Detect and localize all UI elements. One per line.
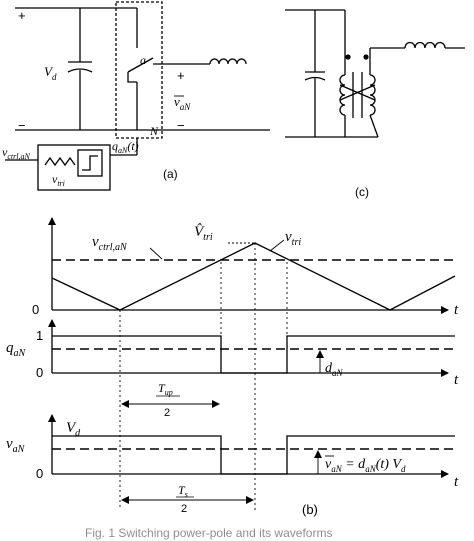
c-cross-2 <box>339 84 376 101</box>
q-label: qaN(t) <box>112 139 139 155</box>
output-inductor <box>209 58 247 65</box>
c-left-coil <box>339 74 346 116</box>
capacitor-plate-2 <box>67 68 93 73</box>
panel-b-label: (b) <box>302 502 318 517</box>
triangle-symbol <box>44 156 76 167</box>
vctrl-label: vctrl,aN <box>92 234 128 253</box>
pwm-box <box>37 144 111 191</box>
ctrl-label: vctrl,aN <box>2 145 30 161</box>
vtri-label: vtri <box>285 229 301 248</box>
comparator-box <box>77 149 103 177</box>
switch-blade <box>127 57 154 73</box>
c-right-coil <box>369 74 376 116</box>
v-pulses <box>52 435 455 475</box>
ts-num: Ts <box>178 483 188 499</box>
vout-minus: − <box>177 118 185 133</box>
one-label: 1 <box>36 328 43 343</box>
vhat-label: V̂tri <box>194 224 213 243</box>
c-right-leg-bottom <box>369 114 379 138</box>
ts-den: 2 <box>181 503 187 515</box>
zero-label-3: 0 <box>36 466 43 481</box>
waveforms-b <box>48 217 456 510</box>
node-a: a <box>140 53 146 67</box>
node-n: N <box>149 124 159 138</box>
q-pulses <box>52 335 455 374</box>
panel-c-label: (c) <box>355 185 369 199</box>
switch-bottom-stub <box>127 72 137 83</box>
caption: Fig. 1 Switching power-pole and its wave… <box>85 526 332 540</box>
power-pole-box <box>115 1 163 139</box>
vctrl-leader <box>149 247 163 260</box>
tup-den: 2 <box>164 407 170 419</box>
zero-label-1: 0 <box>32 302 39 317</box>
vout-label: vaN <box>174 94 191 112</box>
waveform-labels: vctrl,aN V̂tri vtri 0 t qaN 1 0 t daN Tu… <box>6 224 459 517</box>
d-label: daN <box>325 361 344 378</box>
tri-label: vtri <box>52 172 65 188</box>
tup-num: Tup <box>158 381 173 397</box>
panel-a-label: (a) <box>163 167 178 181</box>
circuit-a-labels: + − Vd a N + − vaN vctrl,aN vtri qaN(t) … <box>2 8 191 188</box>
t-label-2: t <box>454 372 459 388</box>
q-label: qaN <box>6 340 27 359</box>
zero-label-2: 0 <box>36 365 43 380</box>
vd-plus: + <box>18 8 26 23</box>
vd-minus: − <box>18 118 26 133</box>
c-polarity-dot-1 <box>345 54 351 60</box>
vout-plus: + <box>177 68 185 83</box>
vd-label: Vd <box>44 64 57 82</box>
circuit-a <box>5 1 270 191</box>
v-label: vaN <box>6 436 26 455</box>
c-polarity-dot-2 <box>363 54 369 60</box>
vd-level-label: Vd <box>66 420 81 439</box>
eq-label: vaN = daN(t) Vd <box>325 457 406 474</box>
triangle-wave <box>51 242 456 311</box>
vtri-leader <box>269 239 285 252</box>
c-cap-plate-2 <box>304 76 326 81</box>
t-label-3: t <box>454 474 459 490</box>
circuit-c <box>285 9 465 138</box>
comparator-symbol <box>82 155 98 171</box>
t-label-1: t <box>454 302 459 318</box>
c-output-inductor <box>404 41 446 49</box>
